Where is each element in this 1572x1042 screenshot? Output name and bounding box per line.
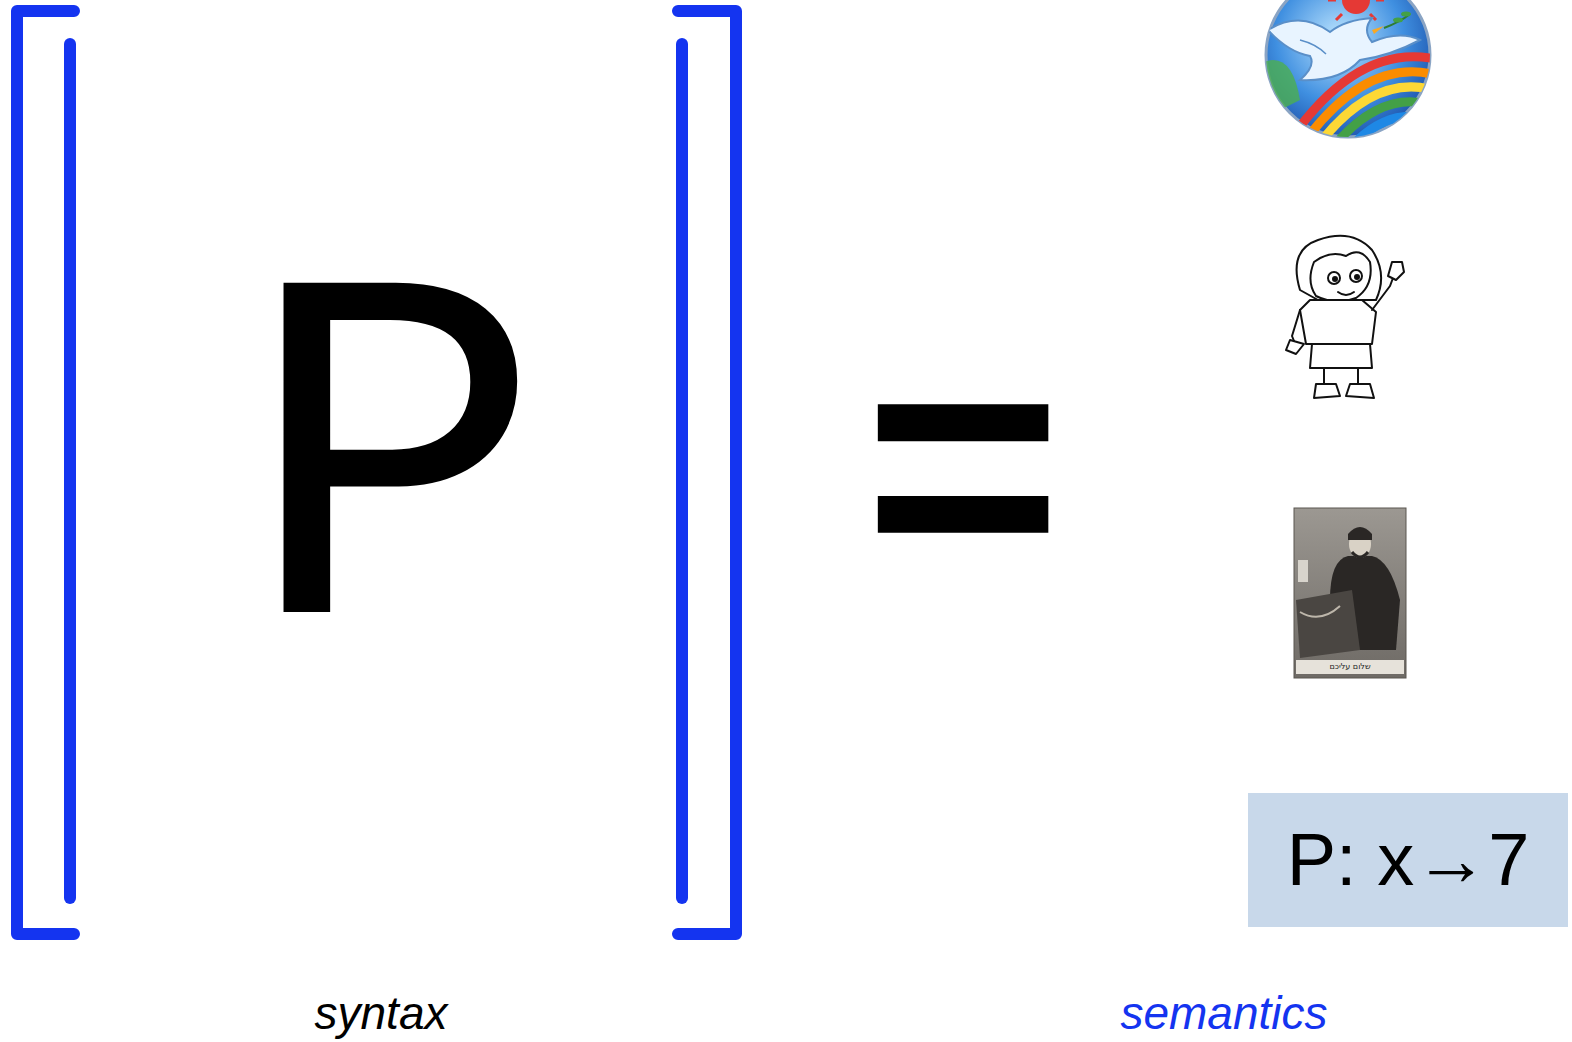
value-box: P: x→7 [1248, 793, 1568, 927]
mapping-text: P: x→7 [1287, 823, 1530, 897]
equals-sign: = [864, 293, 1063, 633]
dove-globe-picture [1250, 0, 1440, 172]
semantics-caption: semantics [1120, 990, 1327, 1036]
syntax-caption: syntax [315, 990, 448, 1036]
left-double-bracket [17, 11, 74, 934]
writer-photograph [1294, 508, 1406, 678]
right-double-bracket [678, 11, 736, 934]
syntax-symbol: P [244, 229, 544, 729]
cartoon-girl-drawing [1286, 236, 1404, 398]
photo-caption: שלום עליכם [1329, 663, 1370, 671]
